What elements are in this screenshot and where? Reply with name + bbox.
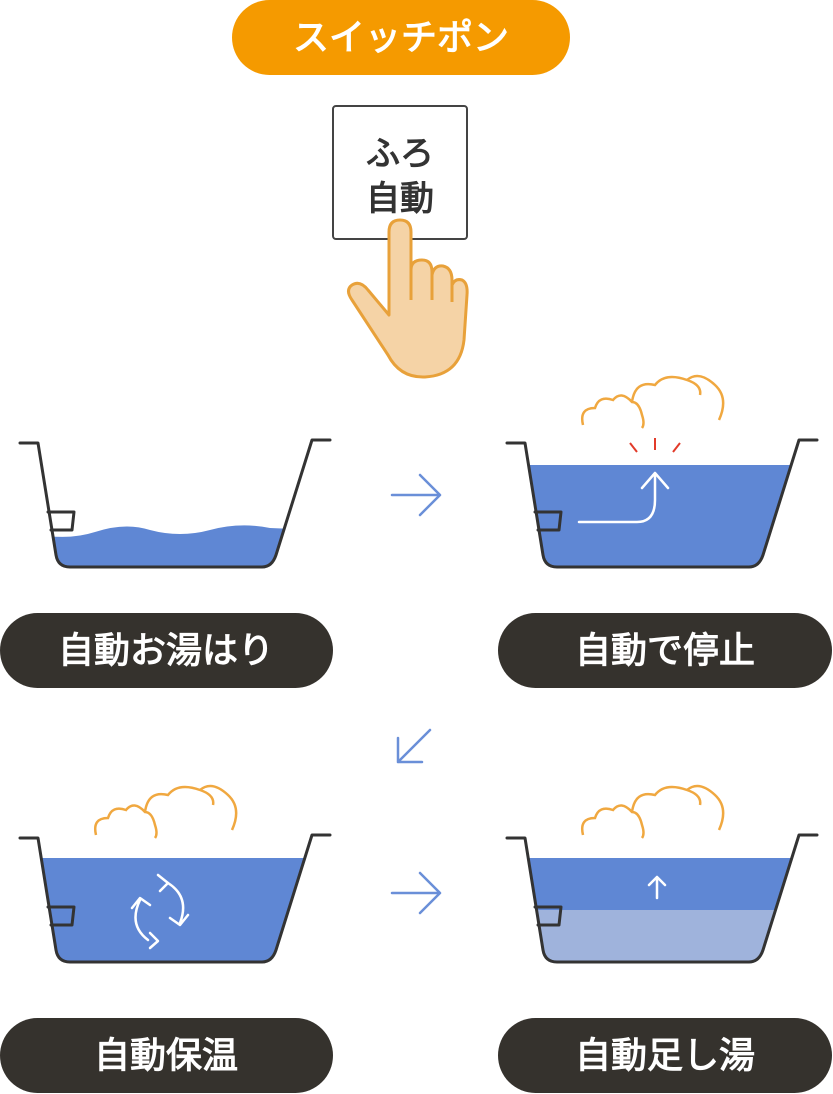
- header-pill: スイッチポン: [232, 0, 570, 75]
- header-title: スイッチポン: [293, 17, 509, 59]
- button-line2: 自動: [366, 179, 434, 219]
- step-label-3: 自動保温: [0, 1018, 333, 1093]
- tub-stopped: [505, 374, 819, 569]
- tub-keep-warm: [18, 784, 332, 964]
- svg-text:自動お湯はり: 自動お湯はり: [58, 631, 274, 672]
- svg-text:自動で停止: 自動で停止: [575, 631, 755, 672]
- furo-auto-button: ふろ 自動: [332, 105, 468, 240]
- circulation-icon: [130, 873, 190, 950]
- svg-text:自動足し湯: 自動足し湯: [575, 1036, 755, 1077]
- steam-icon: [93, 784, 238, 840]
- tub-filling: [18, 438, 332, 569]
- arrow-right-icon: [390, 871, 442, 915]
- steam-icon: [580, 784, 725, 840]
- pointing-hand-icon: [347, 218, 469, 379]
- svg-text:自動保温: 自動保温: [94, 1036, 238, 1077]
- steam-icon: [580, 374, 725, 430]
- up-arrow-icon: [577, 471, 670, 524]
- step-label-4: 自動足し湯: [498, 1018, 832, 1093]
- arrow-right-icon: [390, 473, 442, 517]
- step-label-2: 自動で停止: [498, 613, 832, 688]
- up-arrow-icon: [647, 875, 667, 900]
- step-label-1: 自動お湯はり: [0, 613, 333, 688]
- arrow-down-left-icon: [396, 728, 432, 764]
- tub-top-up: [505, 784, 819, 964]
- button-line1: ふろ: [366, 134, 434, 174]
